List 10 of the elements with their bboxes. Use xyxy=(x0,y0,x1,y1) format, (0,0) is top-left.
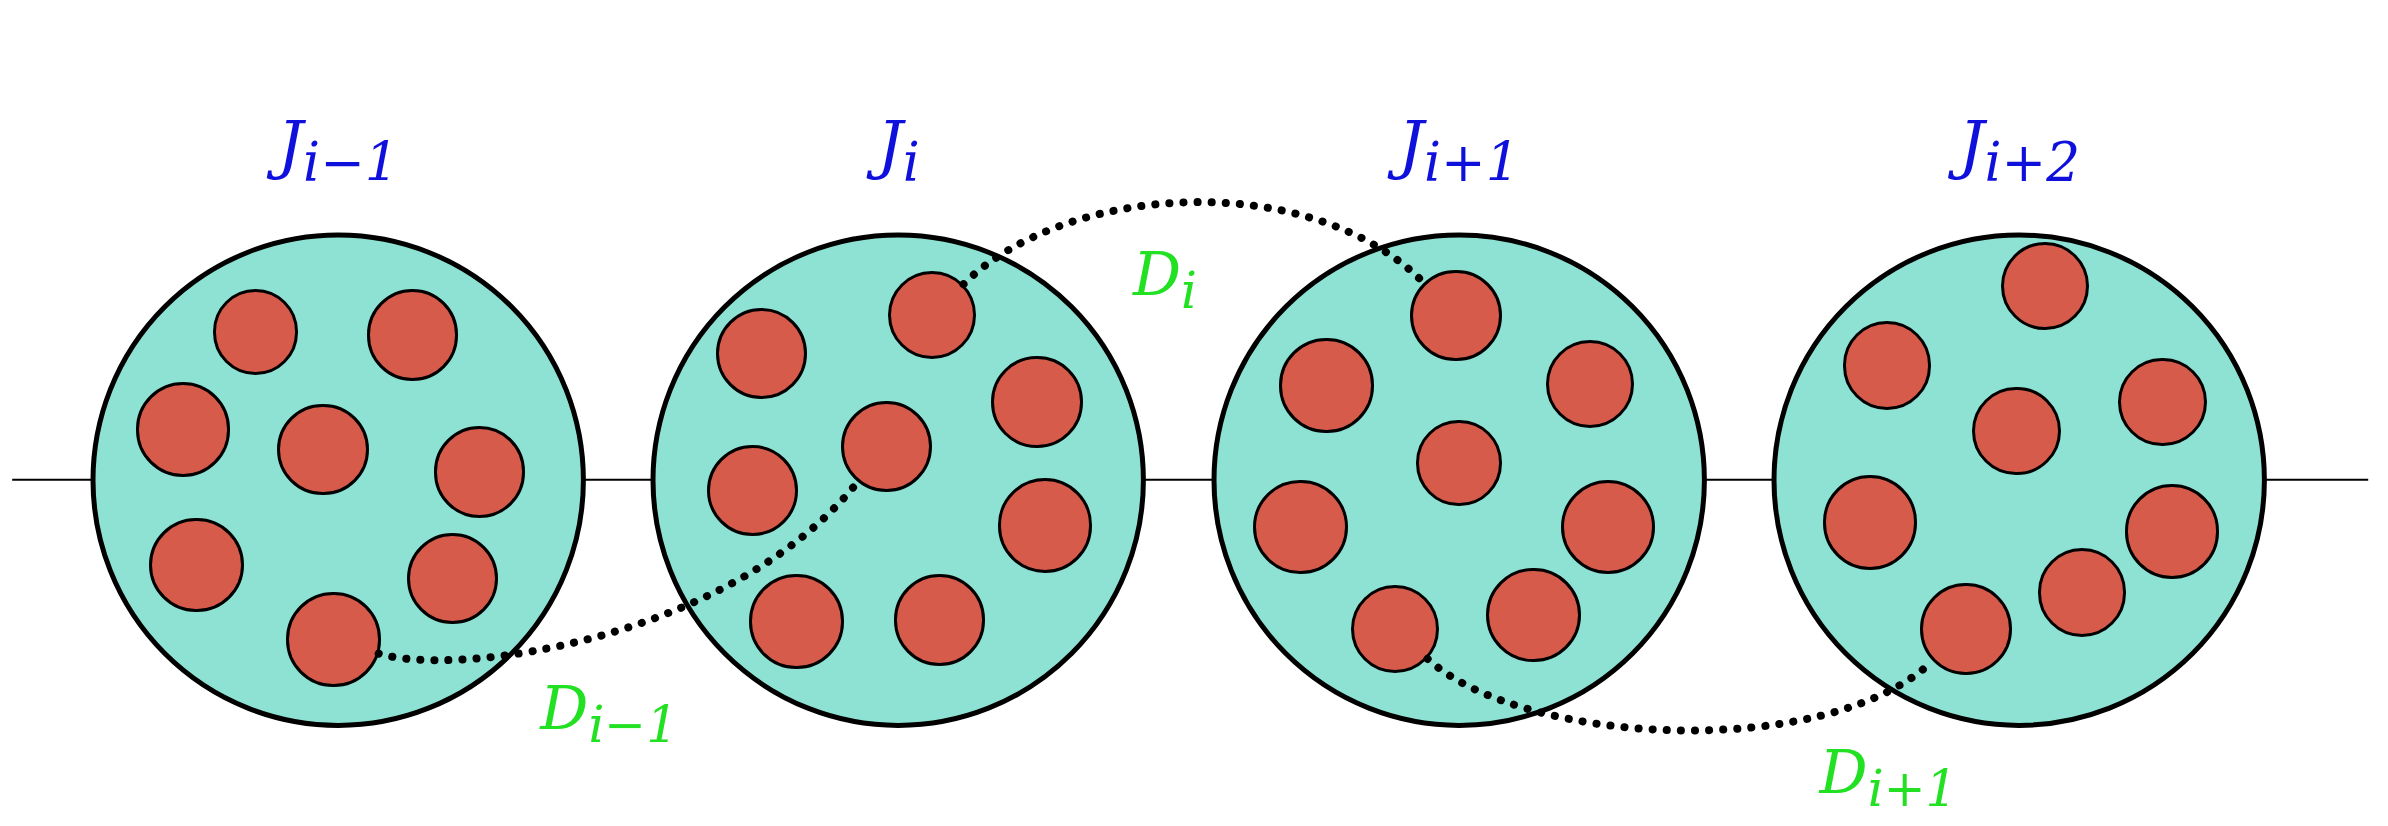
group-label: J$_{i+1}$ xyxy=(1213,104,1705,203)
edge-label: D$_{i+1}$ xyxy=(1819,735,1958,820)
connector-line xyxy=(2263,478,2370,481)
group-label: J$_{i}$ xyxy=(653,104,1144,203)
group-label: J$_{i−1}$ xyxy=(92,104,584,203)
group-label: J$_{i+2}$ xyxy=(1774,104,2265,203)
connector-line xyxy=(1142,478,1215,481)
edge-label: D$_{i−1}$ xyxy=(540,671,679,756)
edge-label: D$_{i}$ xyxy=(1133,237,1198,322)
connector-line xyxy=(11,478,94,481)
